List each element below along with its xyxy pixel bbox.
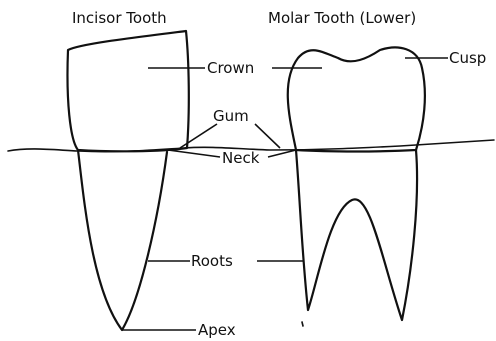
molar-crown-outline (288, 47, 425, 151)
incisor-crown-outline (67, 31, 188, 151)
gum-leader-left (180, 124, 217, 148)
neck-leader-right (268, 150, 296, 157)
molar-roots-outline (296, 150, 417, 320)
crown-label: Crown (207, 59, 254, 77)
incisor-tooth (67, 31, 188, 330)
incisor-title: Incisor Tooth (72, 9, 167, 27)
molar-title: Molar Tooth (Lower) (268, 9, 416, 27)
cusp-label: Cusp (449, 49, 486, 67)
molar-tooth (288, 47, 425, 320)
roots-label: Roots (191, 252, 233, 270)
gum-leader-right (255, 124, 280, 148)
apex-label: Apex (198, 321, 236, 339)
neck-leader-left (168, 150, 220, 157)
neck-label: Neck (222, 149, 260, 167)
incisor-root-outline (78, 150, 167, 330)
gum-label: Gum (213, 107, 249, 125)
stray-mark (302, 322, 303, 326)
